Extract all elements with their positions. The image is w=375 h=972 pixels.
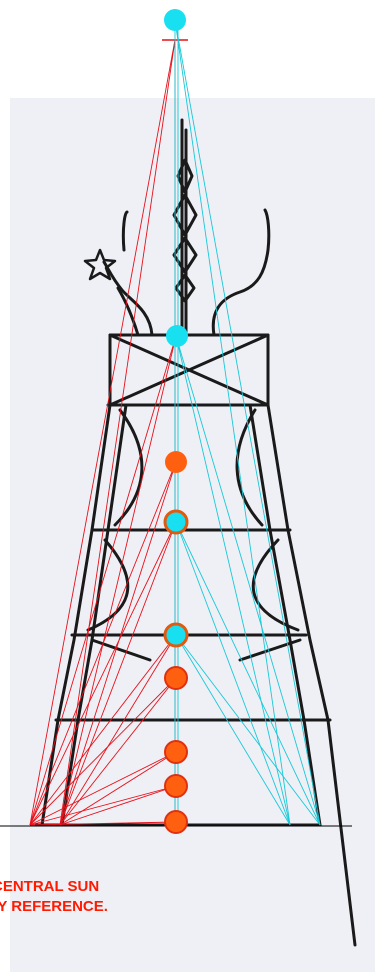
caption-line-2: ITY REFERENCE. <box>0 897 359 917</box>
apex-dot <box>164 9 186 31</box>
paper-sheet <box>10 98 375 972</box>
orange-dot-4 <box>165 775 187 797</box>
orange-dot-3 <box>165 741 187 763</box>
ring-dot-1 <box>165 511 187 533</box>
ring-dot-2 <box>165 624 187 646</box>
base-dot <box>165 811 187 833</box>
orange-dot-2 <box>165 667 187 689</box>
orange-dot-1 <box>165 451 187 473</box>
box-top-dot <box>166 325 188 347</box>
caption-line-1: CENTRAL SUN <box>0 877 367 897</box>
